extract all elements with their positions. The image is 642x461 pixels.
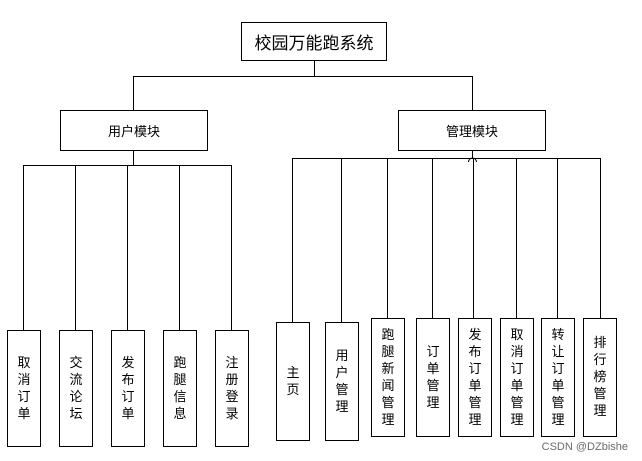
admin-child-node: 用户管理 [325, 322, 359, 441]
admin-child-node: 转让订单管理 [541, 318, 575, 437]
user-module-node: 用户模块 [60, 110, 208, 151]
admin-child-node: 订单管理 [416, 318, 450, 437]
admin-child-label: 转让订单管理 [551, 327, 565, 428]
admin-module-node: 管理模块 [398, 110, 546, 151]
admin-child-label: 主页 [286, 365, 300, 398]
admin-child-label: 发布订单管理 [468, 327, 482, 428]
user-child-label: 交流论坛 [69, 355, 83, 422]
user-child-node: 交流论坛 [59, 330, 93, 447]
admin-child-node: 排行榜管理 [583, 318, 617, 437]
admin-child-node: 发布订单管理 [458, 318, 492, 437]
admin-child-node: 主页 [276, 322, 310, 441]
admin-child-node: 取消订单管理 [500, 318, 534, 437]
user-child-label: 发布订单 [121, 355, 135, 422]
admin-child-node: 跑腿新闻管理 [371, 318, 405, 437]
root-node: 校园万能跑系统 [241, 22, 387, 61]
user-child-label: 取消订单 [17, 355, 31, 422]
user-child-node: 取消订单 [7, 330, 41, 447]
user-child-label: 注册登录 [225, 355, 239, 422]
admin-child-label: 用户管理 [335, 348, 349, 415]
user-child-label: 跑腿信息 [173, 355, 187, 422]
root-node-label: 校园万能跑系统 [254, 34, 374, 54]
user-child-node: 注册登录 [215, 330, 249, 447]
watermark: CSDN @DZbishe [541, 441, 628, 453]
user-child-node: 跑腿信息 [163, 330, 197, 447]
admin-child-label: 排行榜管理 [593, 336, 607, 419]
user-child-node: 发布订单 [111, 330, 145, 447]
admin-child-label: 跑腿新闻管理 [381, 327, 395, 428]
user-module-label: 用户模块 [107, 125, 160, 140]
admin-child-label: 订单管理 [426, 344, 440, 411]
admin-child-label: 取消订单管理 [510, 327, 524, 428]
admin-module-label: 管理模块 [445, 125, 498, 140]
